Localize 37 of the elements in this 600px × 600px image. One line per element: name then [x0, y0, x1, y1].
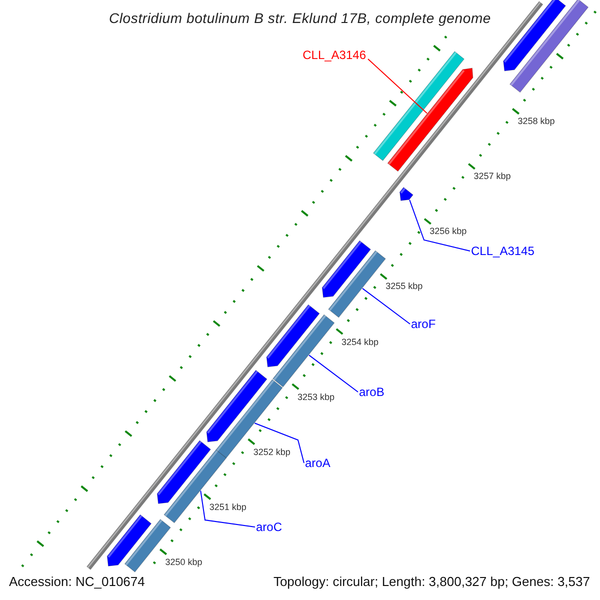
scale-label: 3255 kbp [386, 281, 423, 292]
scale-label: 3256 kbp [430, 226, 467, 238]
gene-feature [503, 0, 566, 72]
gene-feature [322, 240, 372, 298]
gene-feature [266, 304, 320, 368]
gene-feature [399, 186, 414, 201]
leader-line [368, 58, 428, 114]
gene-feature [387, 68, 474, 172]
gene-feature [164, 449, 227, 524]
scale-label: 3251 kbp [209, 502, 246, 513]
gene-feature [206, 370, 268, 442]
map-title: Clostridium botulinum B str. Eklund 17B, complete genome [108, 9, 491, 27]
gene-feature [272, 314, 335, 388]
gene-feature [372, 51, 465, 162]
gene-feature [106, 514, 152, 566]
scale-label: 3254 kbp [342, 336, 379, 348]
accession-note: Accession: NC_010674 [8, 574, 146, 590]
gene-feature [156, 440, 212, 504]
gene-label: aroC [256, 520, 282, 534]
gene-label: aroF [411, 317, 436, 331]
gene-label: CLL_A3146 [302, 48, 366, 62]
leader-line [200, 490, 256, 528]
leader-line [308, 354, 358, 392]
gene-feature [509, 0, 589, 93]
scale-label: 3258 kbp [518, 116, 555, 128]
gene-label: aroA [305, 456, 330, 470]
leader-line [254, 422, 304, 464]
leader-line [409, 199, 470, 252]
scale-label: 3253 kbp [297, 392, 334, 403]
scale-label: 3250 kbp [165, 556, 202, 568]
gene-feature [328, 250, 386, 318]
scale-label: 3257 kbp [474, 171, 511, 182]
gene-label: CLL_A3145 [471, 244, 534, 258]
leader-line [362, 288, 410, 324]
genome-stats-note: Topology: circular; Length: 3,800,327 bp; Genes: 3,537 [272, 574, 591, 590]
gene-label: aroB [359, 385, 384, 399]
scale-label: 3252 kbp [253, 446, 290, 458]
